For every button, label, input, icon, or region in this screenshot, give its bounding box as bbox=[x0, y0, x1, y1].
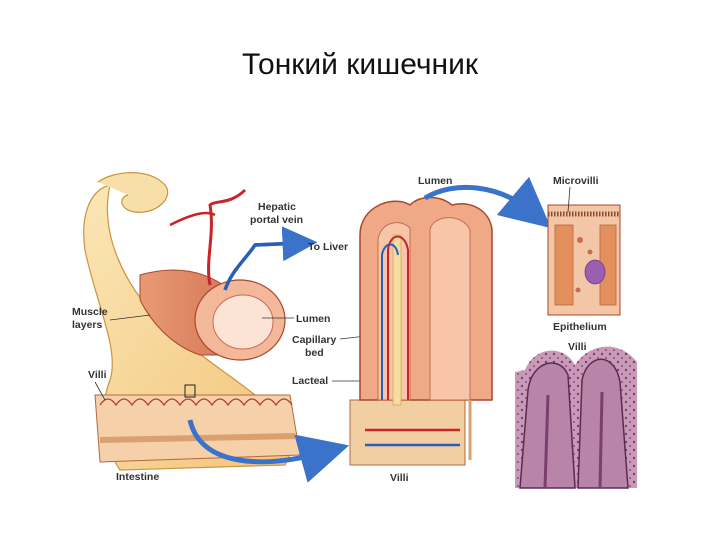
label-lumen-left: Lumen bbox=[296, 313, 330, 325]
label-epithelium: Epithelium bbox=[553, 321, 607, 333]
epithelium-illustration bbox=[547, 204, 621, 316]
villi-leader-line bbox=[94, 381, 106, 401]
label-microvilli: Microvilli bbox=[553, 175, 599, 187]
slide-title: Тонкий кишечник bbox=[242, 48, 478, 81]
intestine-illustration bbox=[83, 172, 318, 471]
label-bed: bed bbox=[305, 347, 324, 359]
arrow-to-villi bbox=[187, 419, 350, 483]
label-lacteal: Lacteal bbox=[292, 375, 328, 387]
muscle-leader-line bbox=[109, 314, 151, 321]
label-portal-vein: portal vein bbox=[250, 214, 303, 226]
arrow-to-epithelium bbox=[423, 176, 552, 229]
label-villi-micro: Villi bbox=[568, 341, 587, 353]
label-to-liver: To Liver bbox=[308, 241, 348, 253]
label-villi-bottom: Villi bbox=[390, 472, 409, 484]
label-lumen-top: Lumen bbox=[418, 175, 452, 187]
label-hepatic: Hepatic bbox=[258, 201, 296, 213]
label-layers: layers bbox=[72, 319, 103, 331]
label-villi-left: Villi bbox=[88, 369, 107, 381]
label-muscle: Muscle bbox=[72, 306, 108, 318]
label-capillary: Capillary bbox=[292, 334, 337, 346]
label-intestine: Intestine bbox=[116, 471, 159, 483]
villus-illustration bbox=[349, 196, 493, 466]
histology-micrograph bbox=[515, 338, 637, 489]
microvilli-leader-line bbox=[567, 186, 571, 213]
